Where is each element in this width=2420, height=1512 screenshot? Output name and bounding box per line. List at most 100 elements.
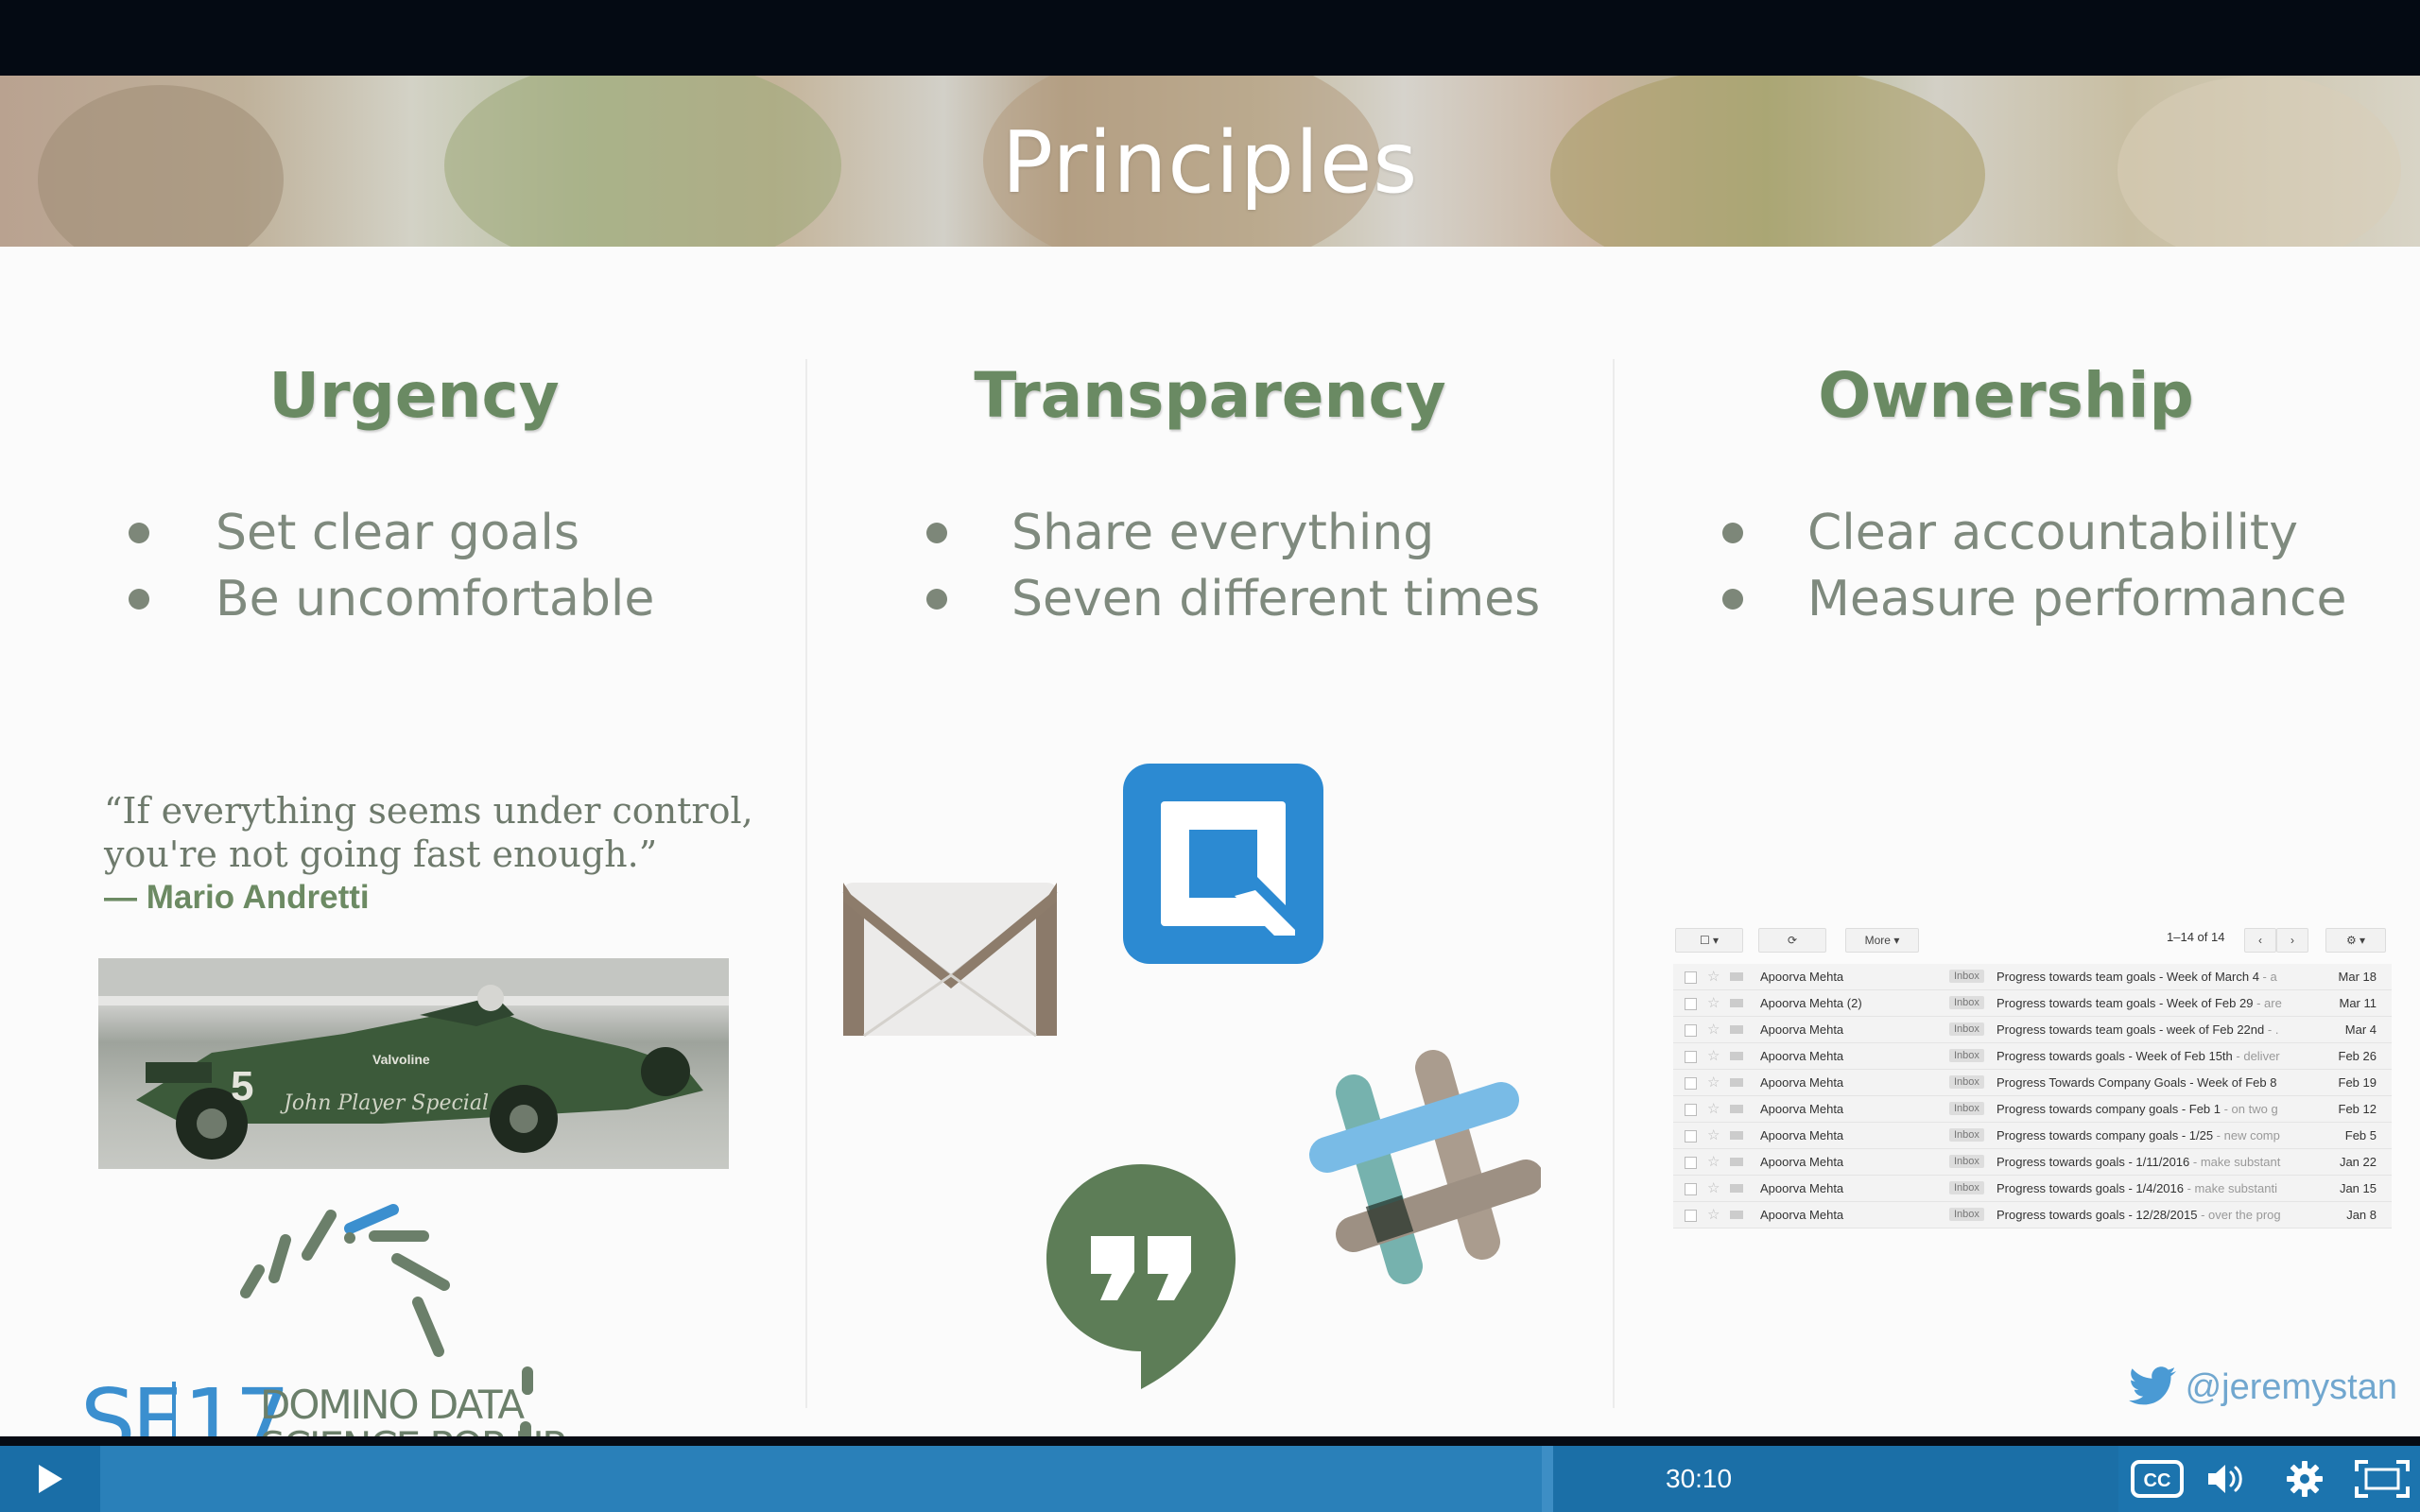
row-date: Mar 18 [2338,970,2377,984]
row-sender: Apoorva Mehta [1760,1128,1844,1143]
important-marker-icon[interactable] [1730,1131,1743,1140]
row-checkbox[interactable] [1685,998,1697,1010]
next-page-icon[interactable]: › [2276,928,2308,953]
progress-handle[interactable] [1542,1446,1553,1512]
play-button[interactable] [0,1446,100,1512]
important-marker-icon[interactable] [1730,1184,1743,1193]
bullet-text: Share everything [1011,505,1435,561]
star-icon[interactable]: ☆ [1707,1074,1720,1091]
row-checkbox[interactable] [1685,1130,1697,1143]
row-snippet: - are [2253,996,2282,1010]
important-marker-icon[interactable] [1730,972,1743,981]
row-subject: Progress towards team goals - Week of Ma… [1996,970,2259,984]
row-subject-wrap: Progress towards goals - Week of Feb 15t… [1996,1043,2290,1069]
list-item: Clear accountability [1603,500,2409,566]
star-icon[interactable]: ☆ [1707,1207,1720,1223]
star-icon[interactable]: ☆ [1707,1154,1720,1170]
important-marker-icon[interactable] [1730,1078,1743,1087]
fullscreen-button[interactable] [2344,1446,2420,1512]
row-checkbox[interactable] [1685,1210,1697,1222]
important-marker-icon[interactable] [1730,1052,1743,1060]
row-label: Inbox [1949,1208,1984,1221]
row-checkbox[interactable] [1685,971,1697,984]
play-icon [39,1465,62,1493]
bullet-dot-icon [129,589,149,610]
row-checkbox[interactable] [1685,1104,1697,1116]
row-subject: Progress towards team goals - week of Fe… [1996,1022,2265,1037]
list-item: Set clear goals [11,500,817,566]
car-number: 5 [231,1063,253,1109]
gear-icon [2287,1461,2323,1497]
race-car-icon: 5 John Player Special Valvoline [98,958,729,1160]
twitter-handle: @jeremystan [2185,1366,2397,1407]
more-button[interactable]: More ▾ [1845,928,1919,953]
refresh-icon[interactable]: ⟳ [1758,928,1826,953]
captions-button[interactable]: CC [2119,1446,2195,1512]
row-subject-wrap: Progress towards goals - 1/11/2016 - mak… [1996,1149,2290,1175]
row-checkbox[interactable] [1685,1024,1697,1037]
row-label: Inbox [1949,996,1984,1009]
important-marker-icon[interactable] [1730,1211,1743,1219]
row-subject-wrap: Progress towards company goals - Feb 1 -… [1996,1096,2290,1122]
presentation-slide: Principles Urgency Set clear goals Be un… [0,76,2420,1436]
volume-button[interactable] [2189,1446,2265,1512]
row-checkbox[interactable] [1685,1183,1697,1195]
row-checkbox[interactable] [1685,1051,1697,1063]
settings-button[interactable] [2267,1446,2342,1512]
row-sender: Apoorva Mehta [1760,970,1844,984]
important-marker-icon[interactable] [1730,999,1743,1007]
bullet-list: Set clear goals Be uncomfortable [11,500,817,632]
star-icon[interactable]: ☆ [1707,1180,1720,1196]
row-snippet: - make substant [2189,1155,2281,1169]
row-checkbox[interactable] [1685,1077,1697,1090]
star-icon[interactable]: ☆ [1707,1101,1720,1117]
settings-gear-icon[interactable]: ⚙ ▾ [2325,928,2386,953]
star-icon[interactable]: ☆ [1707,1022,1720,1038]
row-subject: Progress towards goals - 12/28/2015 [1996,1208,2198,1222]
row-date: Feb 5 [2344,1128,2377,1143]
gmail-icon [842,883,1058,1038]
logo-sf: SF [80,1370,182,1436]
list-item: Seven different times [807,566,1613,632]
bullet-dot-icon [1722,589,1743,610]
car-sponsor: John Player Special [280,1091,489,1115]
top-black-bar [0,0,2420,76]
svg-text:CC: CC [2144,1470,2171,1491]
row-date: Feb 19 [2338,1075,2377,1090]
row-date: Feb 12 [2338,1102,2377,1116]
more-label: More [1864,934,1891,947]
star-icon[interactable]: ☆ [1707,1048,1720,1064]
important-marker-icon[interactable] [1730,1025,1743,1034]
row-sender: Apoorva Mehta [1760,1102,1844,1116]
row-checkbox[interactable] [1685,1157,1697,1169]
progress-bar[interactable] [100,1446,1542,1512]
important-marker-icon[interactable] [1730,1158,1743,1166]
important-marker-icon[interactable] [1730,1105,1743,1113]
row-sender: Apoorva Mehta [1760,1049,1844,1063]
row-subject: Progress towards goals - 1/11/2016 [1996,1155,2190,1169]
row-sender: Apoorva Mehta [1760,1075,1844,1090]
row-subject-wrap: Progress towards team goals - Week of Ma… [1996,964,2290,989]
column-heading: Transparency [974,359,1446,432]
select-all-checkbox[interactable]: ☐ ▾ [1675,928,1743,953]
bullet-text: Be uncomfortable [216,571,655,627]
slide-title: Principles [1001,113,1419,213]
star-icon[interactable]: ☆ [1707,969,1720,985]
star-icon[interactable]: ☆ [1707,1127,1720,1143]
row-snippet: - deliver [2232,1049,2280,1063]
star-icon[interactable]: ☆ [1707,995,1720,1011]
progress-remaining[interactable] [1553,1446,2118,1512]
row-snippet: - a [2258,970,2277,984]
prev-page-icon[interactable]: ‹ [2244,928,2276,953]
